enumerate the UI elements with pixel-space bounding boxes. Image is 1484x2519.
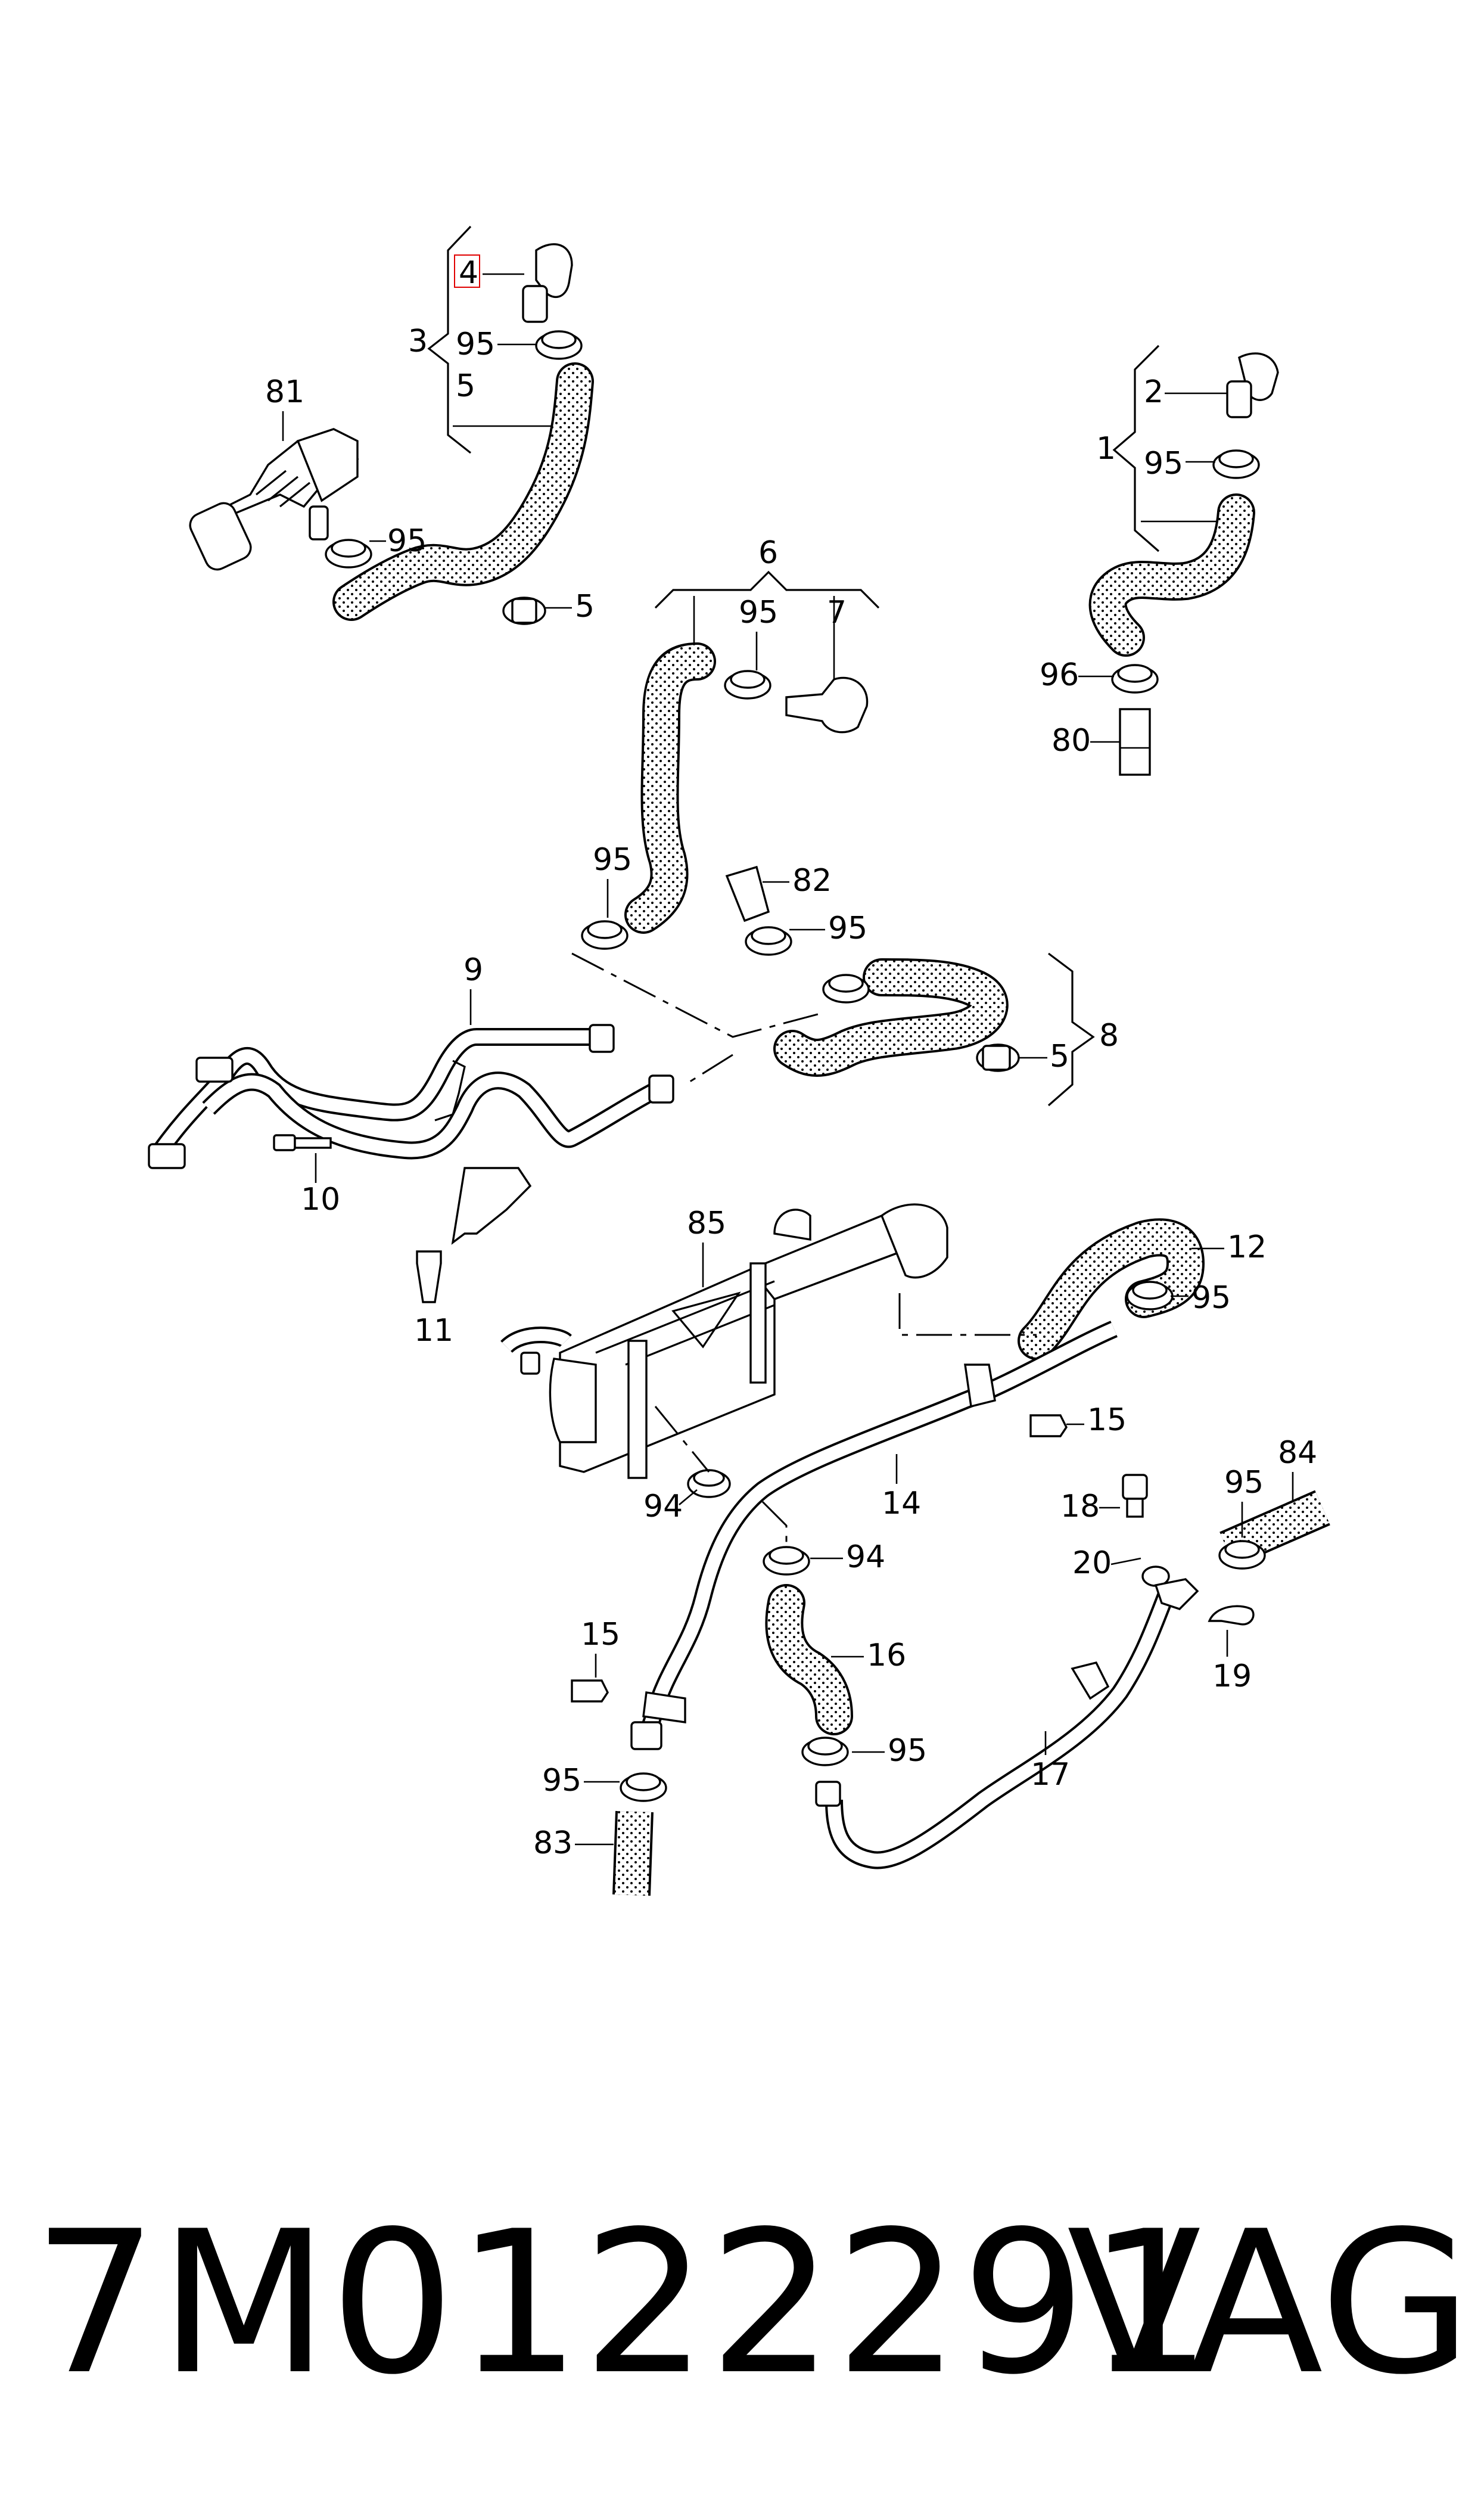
part-number: 7M0122291 [33, 2189, 1214, 2418]
part-12-hose [1018, 1218, 1205, 1360]
callout-95: 95 [593, 842, 632, 878]
callout-11: 11 [414, 1313, 453, 1349]
callout-15: 15 [581, 1617, 620, 1653]
callout-95: 95 [456, 327, 495, 362]
callout-15: 15 [1087, 1402, 1127, 1438]
group-hose-6 [581, 570, 880, 950]
callout-3: 3 [408, 324, 428, 359]
callout-10: 10 [301, 1182, 340, 1217]
callout-5: 5 [456, 368, 475, 404]
callout-1: 1 [1096, 431, 1116, 467]
connection-line [761, 1501, 788, 1546]
brand-name: VAG [1066, 2189, 1472, 2418]
part-16-hose [763, 1546, 853, 1735]
callout-82: 82 [792, 863, 832, 899]
part-85-egr-cooler [500, 1203, 948, 1479]
callout-94: 94 [846, 1539, 885, 1575]
callout-95: 95 [888, 1733, 927, 1769]
callout-5: 5 [1050, 1039, 1069, 1074]
highlight-box-4 [454, 254, 480, 288]
callout-95: 95 [828, 911, 867, 946]
callout-96: 96 [1040, 657, 1079, 693]
callout-4: 4 [459, 255, 478, 291]
connection-line [685, 1054, 733, 1086]
part-17-pipe [801, 1588, 1176, 1869]
callout-16: 16 [867, 1638, 906, 1673]
connection-line [571, 952, 823, 1038]
callout-6: 6 [758, 535, 778, 571]
part-84-hose [1218, 1490, 1330, 1570]
callout-83: 83 [533, 1825, 573, 1861]
callout-9: 9 [463, 952, 483, 988]
part-14-pipe [630, 1321, 1118, 1750]
callout-95: 95 [1191, 1280, 1231, 1316]
callout-20: 20 [1072, 1545, 1112, 1581]
callout-19: 19 [1212, 1658, 1252, 1694]
callout-94: 94 [643, 1489, 683, 1524]
part-81-housing [189, 428, 359, 571]
callout-84: 84 [1278, 1435, 1317, 1471]
callout-85: 85 [687, 1206, 726, 1241]
group-hose-1 [1088, 344, 1279, 776]
callout-14: 14 [882, 1486, 921, 1521]
callout-18: 18 [1060, 1489, 1100, 1524]
callout-7: 7 [827, 595, 847, 630]
callout-8: 8 [1099, 1018, 1119, 1054]
callout-95: 95 [1144, 446, 1183, 482]
callout-95: 95 [542, 1763, 581, 1799]
callout-81: 81 [265, 374, 304, 410]
part-9-pipe-assembly [148, 1024, 674, 1245]
callout-12: 12 [1227, 1229, 1267, 1265]
callout-17: 17 [1031, 1757, 1070, 1793]
group-hose-3 [325, 225, 594, 625]
callout-95: 95 [387, 523, 427, 559]
connection-line [654, 1406, 710, 1473]
part-18-sensor [1122, 1474, 1199, 1610]
group-hose-8 [725, 865, 1095, 1107]
callout-2: 2 [1144, 374, 1163, 410]
callout-95: 95 [739, 595, 778, 630]
part-83-hose [612, 1772, 667, 1896]
callout-80: 80 [1051, 723, 1091, 759]
callout-5: 5 [575, 589, 595, 625]
callout-95: 95 [1224, 1465, 1264, 1501]
connection-line [898, 1293, 1037, 1336]
